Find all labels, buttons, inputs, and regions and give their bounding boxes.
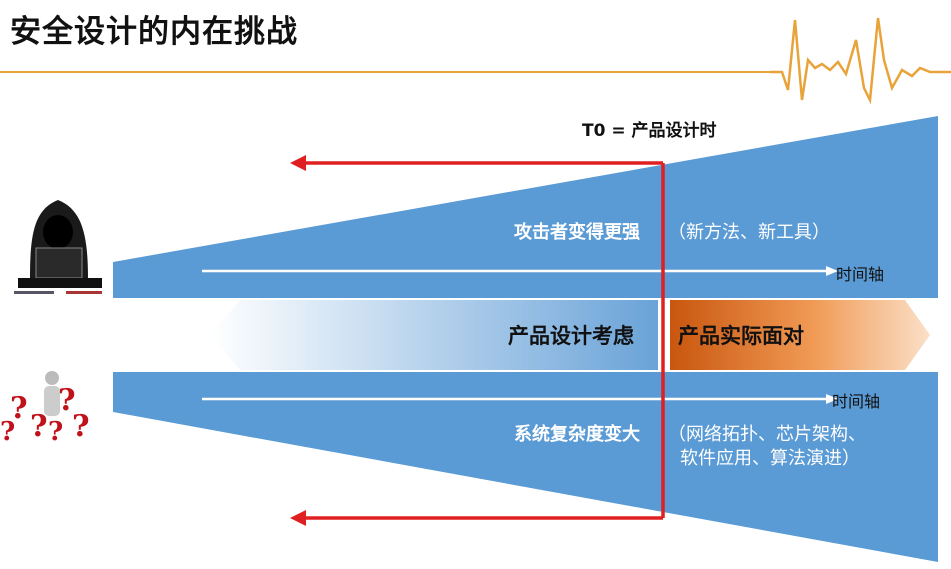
complexity-label: 系统复杂度变大	[514, 424, 640, 445]
lower-red-arrowhead	[290, 510, 306, 526]
design-band	[210, 300, 658, 370]
t0-label: T0 = 产品设计时	[582, 121, 717, 141]
lower-time-axis-arrowhead	[826, 394, 838, 404]
complexity-note-line2: 软件应用、算法演进）	[680, 448, 860, 469]
actual-label: 产品实际面对	[678, 324, 804, 348]
svg-text:?: ?	[72, 409, 90, 444]
page-title: 安全设计的内在挑战	[10, 14, 298, 50]
design-label: 产品设计考虑	[508, 324, 634, 348]
svg-text:?: ?	[0, 417, 15, 447]
svg-text:?: ?	[30, 409, 48, 444]
upper-time-axis-arrowhead	[826, 266, 838, 276]
actual-band	[670, 300, 930, 370]
complexity-note-line1: （网络拓扑、芯片架构、	[668, 424, 866, 445]
lower-axis-label: 时间轴	[832, 392, 881, 411]
hacker-icon	[10, 196, 108, 296]
header-divider	[0, 17, 951, 105]
svg-text:?: ?	[48, 417, 63, 447]
upper-axis-label: 时间轴	[836, 265, 885, 284]
svg-text:?: ?	[10, 391, 28, 426]
attacker-label: 攻击者变得更强	[514, 222, 640, 243]
heartbeat-line-icon	[770, 17, 951, 105]
question-marks-icon: ? ? ? ? ? ?	[0, 366, 106, 447]
svg-text:?: ?	[58, 383, 76, 418]
attacker-note: （新方法、新工具）	[668, 222, 830, 243]
attacker-wedge	[113, 116, 938, 298]
upper-red-arrowhead	[290, 155, 306, 171]
complexity-wedge	[113, 372, 938, 562]
